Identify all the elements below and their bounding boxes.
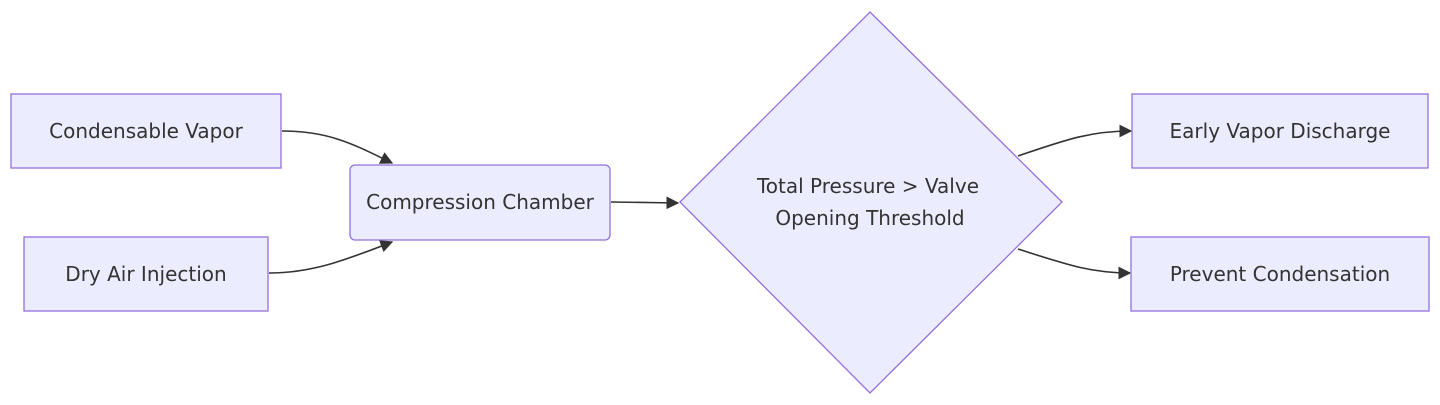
node-compression-chamber: Compression Chamber (349, 164, 611, 241)
edge-compression-chamber-to-decision (610, 196, 680, 210)
node-dry-air-injection: Dry Air Injection (23, 236, 269, 312)
node-early-vapor-discharge-label: Early Vapor Discharge (1170, 119, 1391, 143)
node-decision-label-line1: Total Pressure > Valve (756, 174, 979, 198)
node-compression-chamber-label: Compression Chamber (366, 190, 595, 214)
node-dry-air-injection-label: Dry Air Injection (65, 262, 226, 286)
edge-dry-air-injection-to-compression-chamber (268, 240, 394, 274)
node-early-vapor-discharge: Early Vapor Discharge (1131, 93, 1429, 169)
node-prevent-condensation-label: Prevent Condensation (1170, 262, 1390, 286)
edge-decision-to-prevent-condensation (1017, 248, 1132, 280)
node-decision-label-line2: Opening Threshold (775, 206, 964, 230)
node-prevent-condensation: Prevent Condensation (1130, 236, 1430, 312)
node-decision-total-pressure: Total Pressure > Valve Opening Threshold (679, 11, 1063, 394)
node-condensable-vapor: Condensable Vapor (10, 93, 282, 169)
edge-decision-to-early-vapor-discharge (1017, 124, 1133, 157)
edge-condensable-vapor-to-compression-chamber (281, 130, 394, 164)
node-condensable-vapor-label: Condensable Vapor (49, 119, 243, 143)
